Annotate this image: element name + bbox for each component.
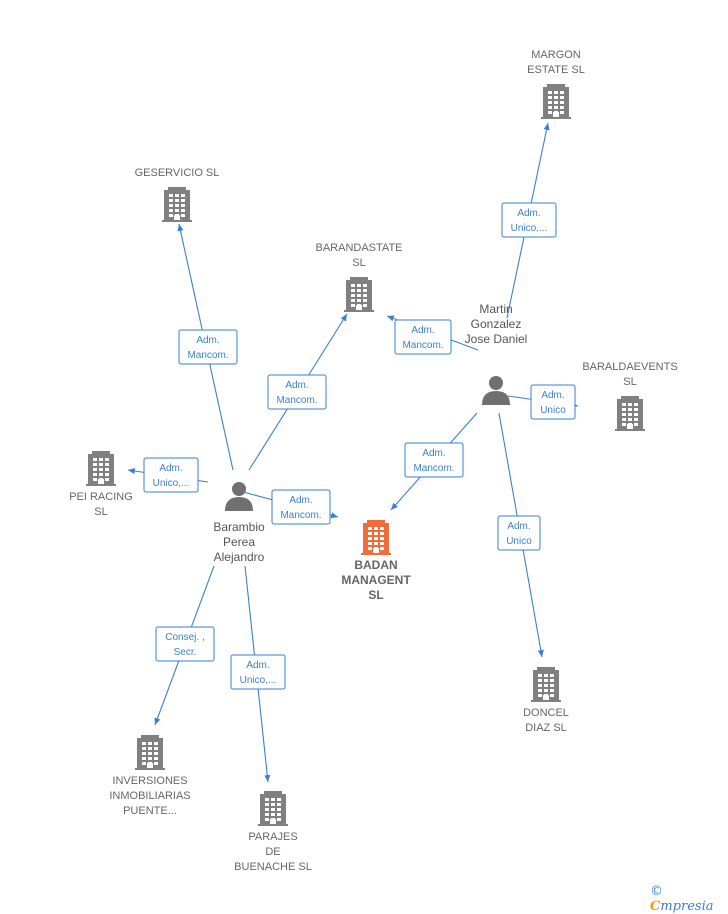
edge-label-text: Mancom.	[402, 340, 443, 351]
node-peiracing[interactable]: PEI RACING SL	[69, 451, 133, 518]
edge-martin-doncel: Adm. Unico	[497, 412, 544, 658]
node-inversiones[interactable]: INVERSIONES INMOBILIARIAS PUENTE...	[109, 735, 191, 817]
edge-label-text: Unico	[540, 405, 566, 416]
node-label: DE	[265, 846, 280, 858]
edge-label-text: Mancom.	[413, 463, 454, 474]
edge-label-text: Consej. ,	[165, 632, 204, 643]
node-label: MANAGENT	[341, 573, 411, 587]
edge-label-text: Adm.	[507, 521, 530, 532]
edge-label-text: Adm.	[289, 495, 312, 506]
edge-label-text: Mancom.	[187, 350, 228, 361]
node-label: INMOBILIARIAS	[109, 790, 190, 802]
edge-label-box[interactable]: Adm. Unico	[497, 515, 541, 551]
node-barandastate[interactable]: BARANDASTATE SL	[316, 242, 403, 312]
edge-label-text: Adm.	[411, 325, 434, 336]
node-label: BADAN	[354, 558, 397, 572]
building-icon	[344, 277, 374, 312]
building-icon	[615, 396, 645, 431]
node-label: Perea	[223, 535, 255, 549]
edge-label-text: Unico,...	[511, 223, 548, 234]
node-doncel[interactable]: DONCEL DIAZ SL	[523, 667, 569, 734]
node-label: Martin	[479, 302, 512, 316]
node-baraldaevents[interactable]: BARALDAEVENTS SL	[582, 361, 678, 431]
edge-martin-barandastate: Adm. Mancom.	[386, 315, 479, 355]
node-label: SL	[368, 588, 383, 602]
node-label: Alejandro	[214, 550, 265, 564]
building-icon	[86, 451, 116, 486]
building-icon	[162, 187, 192, 222]
edge-label-box[interactable]: Adm. Unico,...	[501, 202, 557, 238]
edge-label-box[interactable]: Adm. Unico	[530, 384, 576, 420]
edge-barambio-barandastate: Adm. Mancom.	[248, 313, 348, 471]
node-label: PARAJES	[248, 831, 297, 843]
node-label: SL	[623, 376, 636, 388]
edge-martin-baraldaevents: Adm. Unico	[507, 384, 579, 420]
building-icon	[541, 84, 571, 119]
edge-barambio-peiracing: Adm. Unico,...	[127, 457, 209, 493]
building-icon	[258, 791, 288, 826]
node-geservicio[interactable]: GESERVICIO SL	[135, 167, 220, 222]
edge-barambio-badan: Adm. Mancom.	[242, 489, 339, 525]
person-icon	[225, 482, 253, 511]
edge-label-box[interactable]: Adm. Mancom.	[404, 442, 464, 478]
node-label: PEI RACING	[69, 491, 133, 503]
edge-label-text: Secr.	[174, 647, 197, 658]
edge-label-box[interactable]: Adm. Unico,...	[230, 654, 286, 690]
node-label: BUENACHE SL	[234, 861, 312, 873]
brand-name: mpresia	[660, 899, 714, 914]
node-label: Jose Daniel	[465, 332, 528, 346]
edge-label-text: Adm.	[159, 463, 182, 474]
building-icon	[531, 667, 561, 702]
person-icon	[482, 376, 510, 405]
node-label: ESTATE SL	[527, 64, 585, 76]
edge-label-box[interactable]: Adm. Mancom.	[267, 374, 327, 410]
edge-martin-margon: Adm. Unico,...	[501, 122, 557, 319]
node-label: DONCEL	[523, 707, 569, 719]
edge-label-text: Adm.	[196, 335, 219, 346]
edge-martin-badan: Adm. Mancom.	[390, 412, 478, 511]
node-label: BARALDAEVENTS	[582, 361, 677, 373]
edge-label-text: Adm.	[285, 380, 308, 391]
node-parajes[interactable]: PARAJES DE BUENACHE SL	[234, 791, 312, 873]
edges-layer: Adm.Unico,...Adm.Mancom.Adm.UnicoAdm.Man…	[127, 122, 579, 783]
edge-label-box[interactable]: Adm. Mancom.	[394, 319, 452, 355]
edge-label-text: Adm.	[541, 390, 564, 401]
node-margon[interactable]: MARGON ESTATE SL	[527, 49, 585, 119]
copyright-symbol: ©	[650, 884, 663, 899]
node-label: MARGON	[531, 49, 581, 61]
node-label: Barambio	[213, 520, 265, 534]
edge-label-text: Mancom.	[280, 510, 321, 521]
edge-label-text: Unico	[506, 536, 532, 547]
brand-initial: C	[650, 899, 661, 914]
edge-label-text: Adm.	[246, 660, 269, 671]
edge-barambio-geservicio: Adm. Mancom.	[177, 223, 238, 471]
edge-label-text: Adm.	[422, 448, 445, 459]
node-label: SL	[352, 257, 365, 269]
edge-label-text: Unico,...	[153, 478, 190, 489]
building-icon	[135, 735, 165, 770]
footer-brand: © Cmpresia	[650, 884, 728, 914]
node-label: SL	[94, 506, 107, 518]
node-label: BARANDASTATE	[316, 242, 403, 254]
edge-label-box[interactable]: Adm. Unico,...	[143, 457, 199, 493]
edge-label-text: Adm.	[517, 208, 540, 219]
edge-label-box[interactable]: Adm. Mancom.	[178, 329, 238, 365]
edge-label-text: Unico,...	[240, 675, 277, 686]
node-label: Gonzalez	[471, 317, 522, 331]
building-icon	[361, 520, 391, 555]
node-label: GESERVICIO SL	[135, 167, 220, 179]
edge-barambio-parajes: Adm. Unico,...	[230, 565, 286, 783]
edge-label-box[interactable]: Adm. Mancom.	[271, 489, 331, 525]
node-label: DIAZ SL	[525, 722, 567, 734]
edge-label-text: Mancom.	[276, 395, 317, 406]
edge-barambio-inversiones: Consej. , Secr.	[154, 565, 215, 726]
nodes-layer: MARGON ESTATE SL GESERVICIO SL BARANDASTATE…	[69, 49, 677, 873]
node-label: INVERSIONES	[112, 775, 187, 787]
node-label: PUENTE...	[123, 805, 177, 817]
edge-label-box[interactable]: Consej. , Secr.	[155, 626, 215, 662]
